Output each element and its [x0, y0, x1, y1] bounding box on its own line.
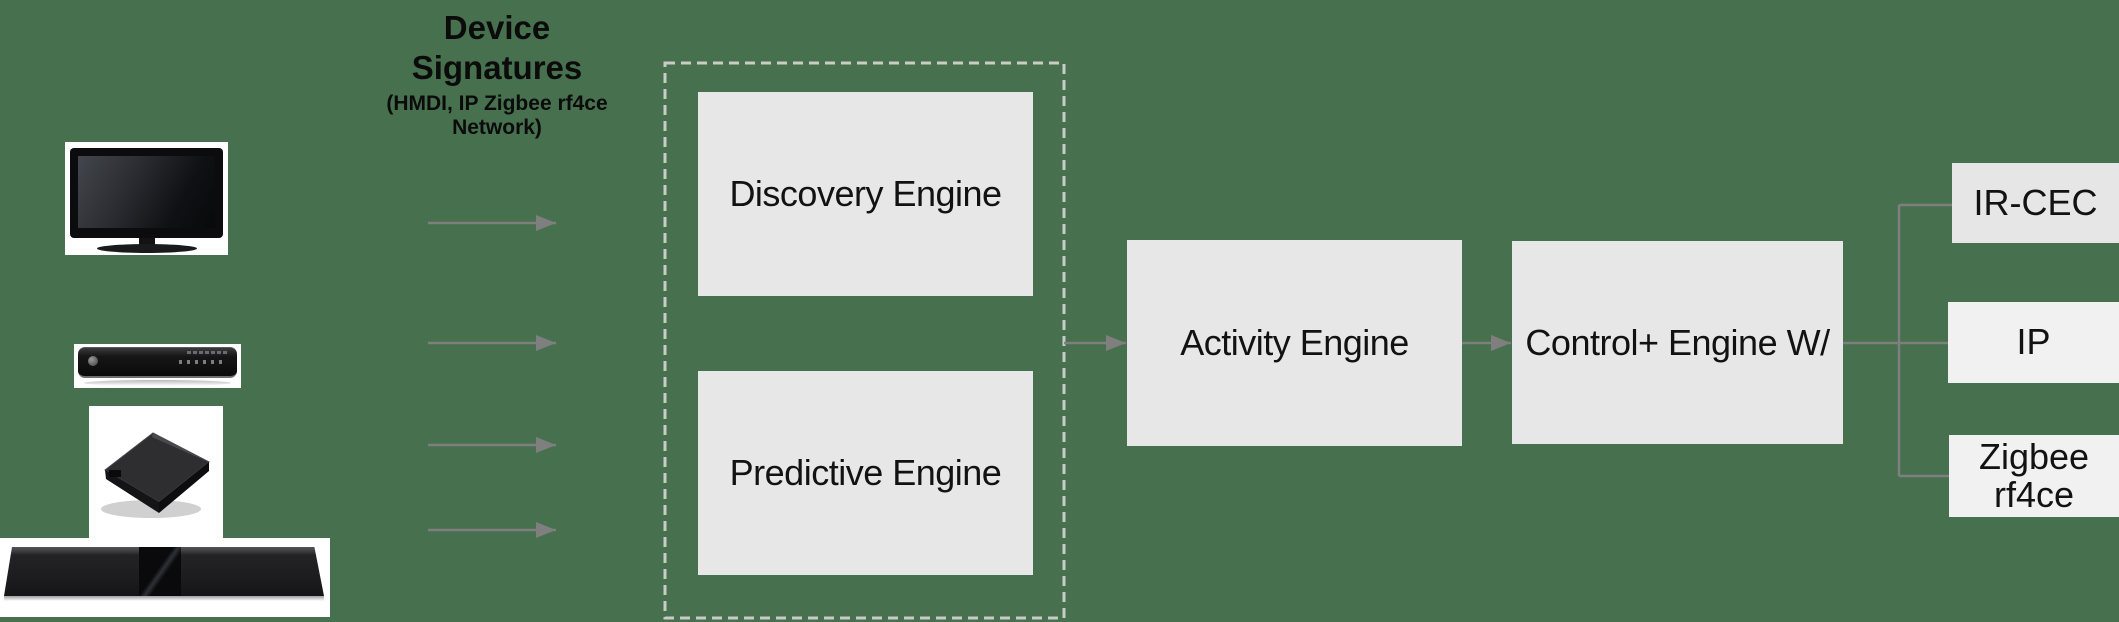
subtitle-line-2: Network): [452, 115, 542, 139]
diagram-title: Device Signatures (HMDI, IP Zigbee rf4ce…: [377, 8, 617, 140]
tv-stand-neck: [138, 238, 155, 245]
set-top-box-logo: [88, 356, 98, 366]
tv-stand-base: [96, 244, 197, 253]
set-top-box-indicators: [179, 360, 225, 364]
output-ip-label: IP: [2016, 321, 2051, 363]
discovery-engine-label: Discovery Engine: [729, 173, 1002, 214]
title-line-2: Signatures: [411, 49, 583, 87]
subtitle-line-1: (HMDI, IP Zigbee rf4ce: [386, 91, 608, 115]
discovery-engine-box: Discovery Engine: [698, 92, 1033, 296]
soundbar-image: [0, 538, 330, 617]
activity-engine-box: Activity Engine: [1127, 240, 1462, 446]
title-line-1: Device: [443, 9, 551, 46]
tv-image: [65, 142, 228, 255]
output-zigbee-label: Zigbee rf4ce: [1978, 435, 2090, 515]
output-zigbee-box: Zigbee rf4ce: [1949, 435, 2119, 517]
streaming-player-image: [89, 406, 223, 540]
predictive-engine-box: Predictive Engine: [698, 371, 1033, 575]
soundbar-display: [138, 547, 182, 596]
device-signatures-dashed-group: [663, 61, 1066, 620]
set-top-box-brand-mark: [187, 351, 227, 354]
control-engine-box: Control+ Engine W/: [1512, 241, 1843, 444]
activity-engine-label: Activity Engine: [1180, 322, 1409, 363]
output-ip-box: IP: [1948, 302, 2119, 383]
streaming-player-art: [101, 432, 210, 518]
set-top-box-reflection: [84, 380, 231, 386]
output-ircec-label: IR-CEC: [1973, 181, 2098, 223]
output-ircec-box: IR-CEC: [1952, 163, 2119, 243]
title-subtitle: (HMDI, IP Zigbee rf4ce Network): [377, 92, 617, 140]
predictive-engine-label: Predictive Engine: [729, 452, 1002, 493]
control-engine-label: Control+ Engine W/: [1525, 321, 1830, 363]
set-top-box-image: [74, 344, 241, 388]
soundbar-shadow: [4, 596, 324, 601]
tv-screen: [78, 156, 215, 228]
